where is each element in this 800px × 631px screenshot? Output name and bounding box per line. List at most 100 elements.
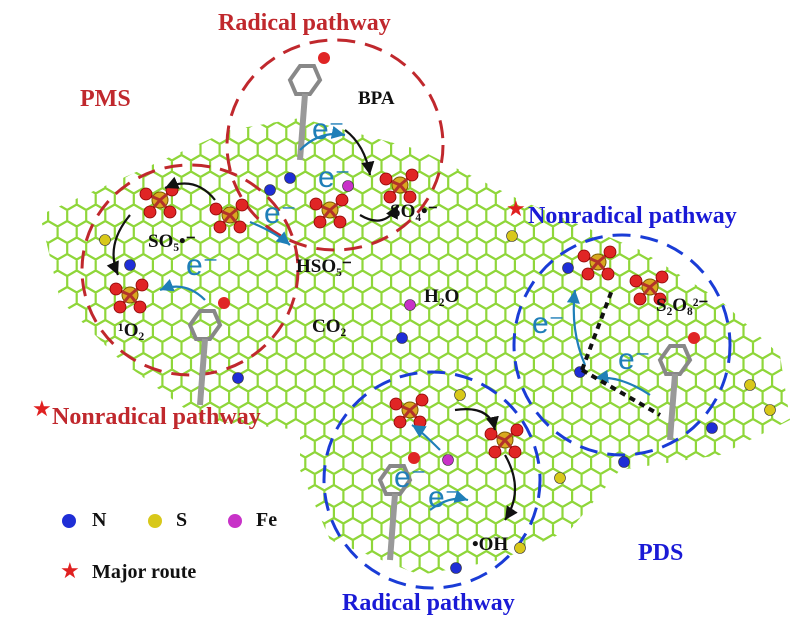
- bpa-bottom-chain: [387, 493, 398, 561]
- electron-arrow-2: [249, 220, 291, 246]
- radical-pathway-bottom-label: Radical pathway: [342, 590, 515, 616]
- radical-pathway-top-label: Radical pathway: [218, 10, 391, 36]
- pms-molecule-o-atom: [139, 187, 153, 201]
- legend-s-swatch: [148, 514, 162, 528]
- so4-molecule-o-atom: [383, 190, 397, 204]
- bpa-left-oh: [218, 297, 230, 309]
- dopant-atom: [404, 299, 416, 311]
- dopant-atom: [506, 230, 518, 242]
- electron-label-8: e⁻: [428, 481, 461, 514]
- pds-bond-wedge-2: [581, 368, 661, 417]
- electron-label-2: e⁻: [318, 161, 351, 194]
- arrow-bpa-to-so4: [344, 129, 375, 176]
- o2-molecule-o-atom: [109, 282, 123, 296]
- legend-star-icon: ★: [60, 558, 80, 583]
- dopant-atom: [99, 234, 111, 246]
- bpa-top-ring: [287, 64, 323, 96]
- nonradical-pathway-right-label: Nonradical pathway: [528, 203, 737, 229]
- water-label: H₂O: [424, 286, 460, 307]
- electron-arrow-4: [566, 289, 587, 366]
- bpa-right-chain: [667, 373, 678, 441]
- pds-molecule-1-o-atom: [581, 267, 595, 281]
- electron-label-3: e⁻: [264, 197, 297, 230]
- o2-molecule-o-atom: [135, 278, 149, 292]
- pds-molecule-1-o-atom: [601, 267, 615, 281]
- pms-molecule-2-o-atom: [209, 202, 223, 216]
- electron-label-7: e⁻: [394, 461, 427, 494]
- so5-radical-label: SO₅•⁻: [148, 231, 196, 252]
- electron-arrow-7: [429, 490, 469, 511]
- major-route-star-right: ★: [506, 196, 526, 221]
- hso5-molecule-o-atom: [313, 215, 327, 229]
- so4-radical-label: SO₄•⁻: [390, 201, 438, 222]
- singlet-oxygen-label: ¹O₂: [118, 320, 145, 341]
- pds-molecule-2-o-atom: [633, 292, 647, 306]
- so4-molecule-o-atom: [379, 172, 393, 186]
- major-route-star-left: ★: [32, 396, 52, 421]
- legend-s-label: S: [176, 509, 188, 531]
- radical-bottom-circle: [322, 370, 542, 590]
- bpa-left-ring: [187, 309, 223, 341]
- dopant-atom: [264, 184, 276, 196]
- pds-bound-2-o-atom: [510, 423, 524, 437]
- legend-n-swatch: [62, 514, 76, 528]
- pds-bond-wedge-1: [580, 289, 614, 371]
- hso5-molecule-o-atom: [335, 193, 349, 207]
- hso5-label: HSO₅⁻: [296, 256, 352, 277]
- dopant-atom: [764, 404, 776, 416]
- bpa-left-chain: [197, 338, 208, 406]
- dopant-atom: [514, 542, 526, 554]
- dopant-atom: [450, 562, 462, 574]
- hydroxyl-radical-label: •OH: [472, 534, 509, 555]
- hso5-molecule-o-atom: [333, 215, 347, 229]
- pds-molecule-2-o-atom: [655, 270, 669, 284]
- electron-label-4: e⁻: [186, 249, 219, 282]
- legend-major-route-label: Major route: [92, 561, 197, 583]
- pms-molecule-o-atom: [143, 205, 157, 219]
- pds-bound-2-o-atom: [488, 445, 502, 459]
- hso5-molecule-o-atom: [309, 197, 323, 211]
- pds-bound-1-o-atom: [413, 415, 427, 429]
- bpa-bottom-ring: [377, 464, 413, 496]
- so4-molecule-o-atom: [403, 190, 417, 204]
- electron-arrow-1: [299, 125, 346, 151]
- legend-n-label: N: [92, 509, 107, 531]
- electron-label-5: e⁻: [532, 307, 565, 340]
- bpa-right-oh: [688, 332, 700, 344]
- pds-molecule-1-o-atom: [577, 249, 591, 263]
- arrow-s2o8-to-so4: [454, 408, 499, 431]
- bpa-bottom-oh: [408, 452, 420, 464]
- electron-arrow-6: [411, 424, 441, 451]
- dopant-atom: [396, 332, 408, 344]
- pds-molecule-1-o-atom: [603, 245, 617, 259]
- pds-bound-2-o-atom: [508, 445, 522, 459]
- pms-molecule-2-o-atom: [213, 220, 227, 234]
- persulfate-label: S₂O₈²⁻: [656, 295, 709, 316]
- bpa-right-ring: [657, 344, 693, 376]
- pms-label: PMS: [80, 86, 131, 112]
- o2-molecule-o-atom: [113, 300, 127, 314]
- electron-arrow-5: [594, 369, 651, 396]
- legend-fe-label: Fe: [256, 509, 278, 531]
- arrow-so5-to-o2: [106, 214, 131, 276]
- co2-label: CO₂: [312, 316, 347, 337]
- pds-bound-1-o-atom: [393, 415, 407, 429]
- dopant-atom: [284, 172, 296, 184]
- arrow-so4-to-oh: [504, 454, 518, 521]
- arrow-hso5-to-so4: [359, 204, 399, 222]
- nonradical-right-circle: [512, 233, 732, 457]
- electron-label-1: e⁻: [312, 113, 345, 146]
- pms-molecule-2-o-atom: [235, 198, 249, 212]
- pms-molecule-o-atom: [163, 205, 177, 219]
- dopant-atom: [232, 372, 244, 384]
- bpa-top-oh: [318, 52, 330, 64]
- pms-molecule-2-o-atom: [233, 220, 247, 234]
- legend-fe-swatch: [228, 514, 242, 528]
- nonradical-pathway-left-label: Nonradical pathway: [52, 404, 261, 430]
- dopant-atom: [442, 454, 454, 466]
- dopant-atom: [562, 262, 574, 274]
- nonradical-left-circle: [80, 163, 300, 377]
- dopant-atom: [554, 472, 566, 484]
